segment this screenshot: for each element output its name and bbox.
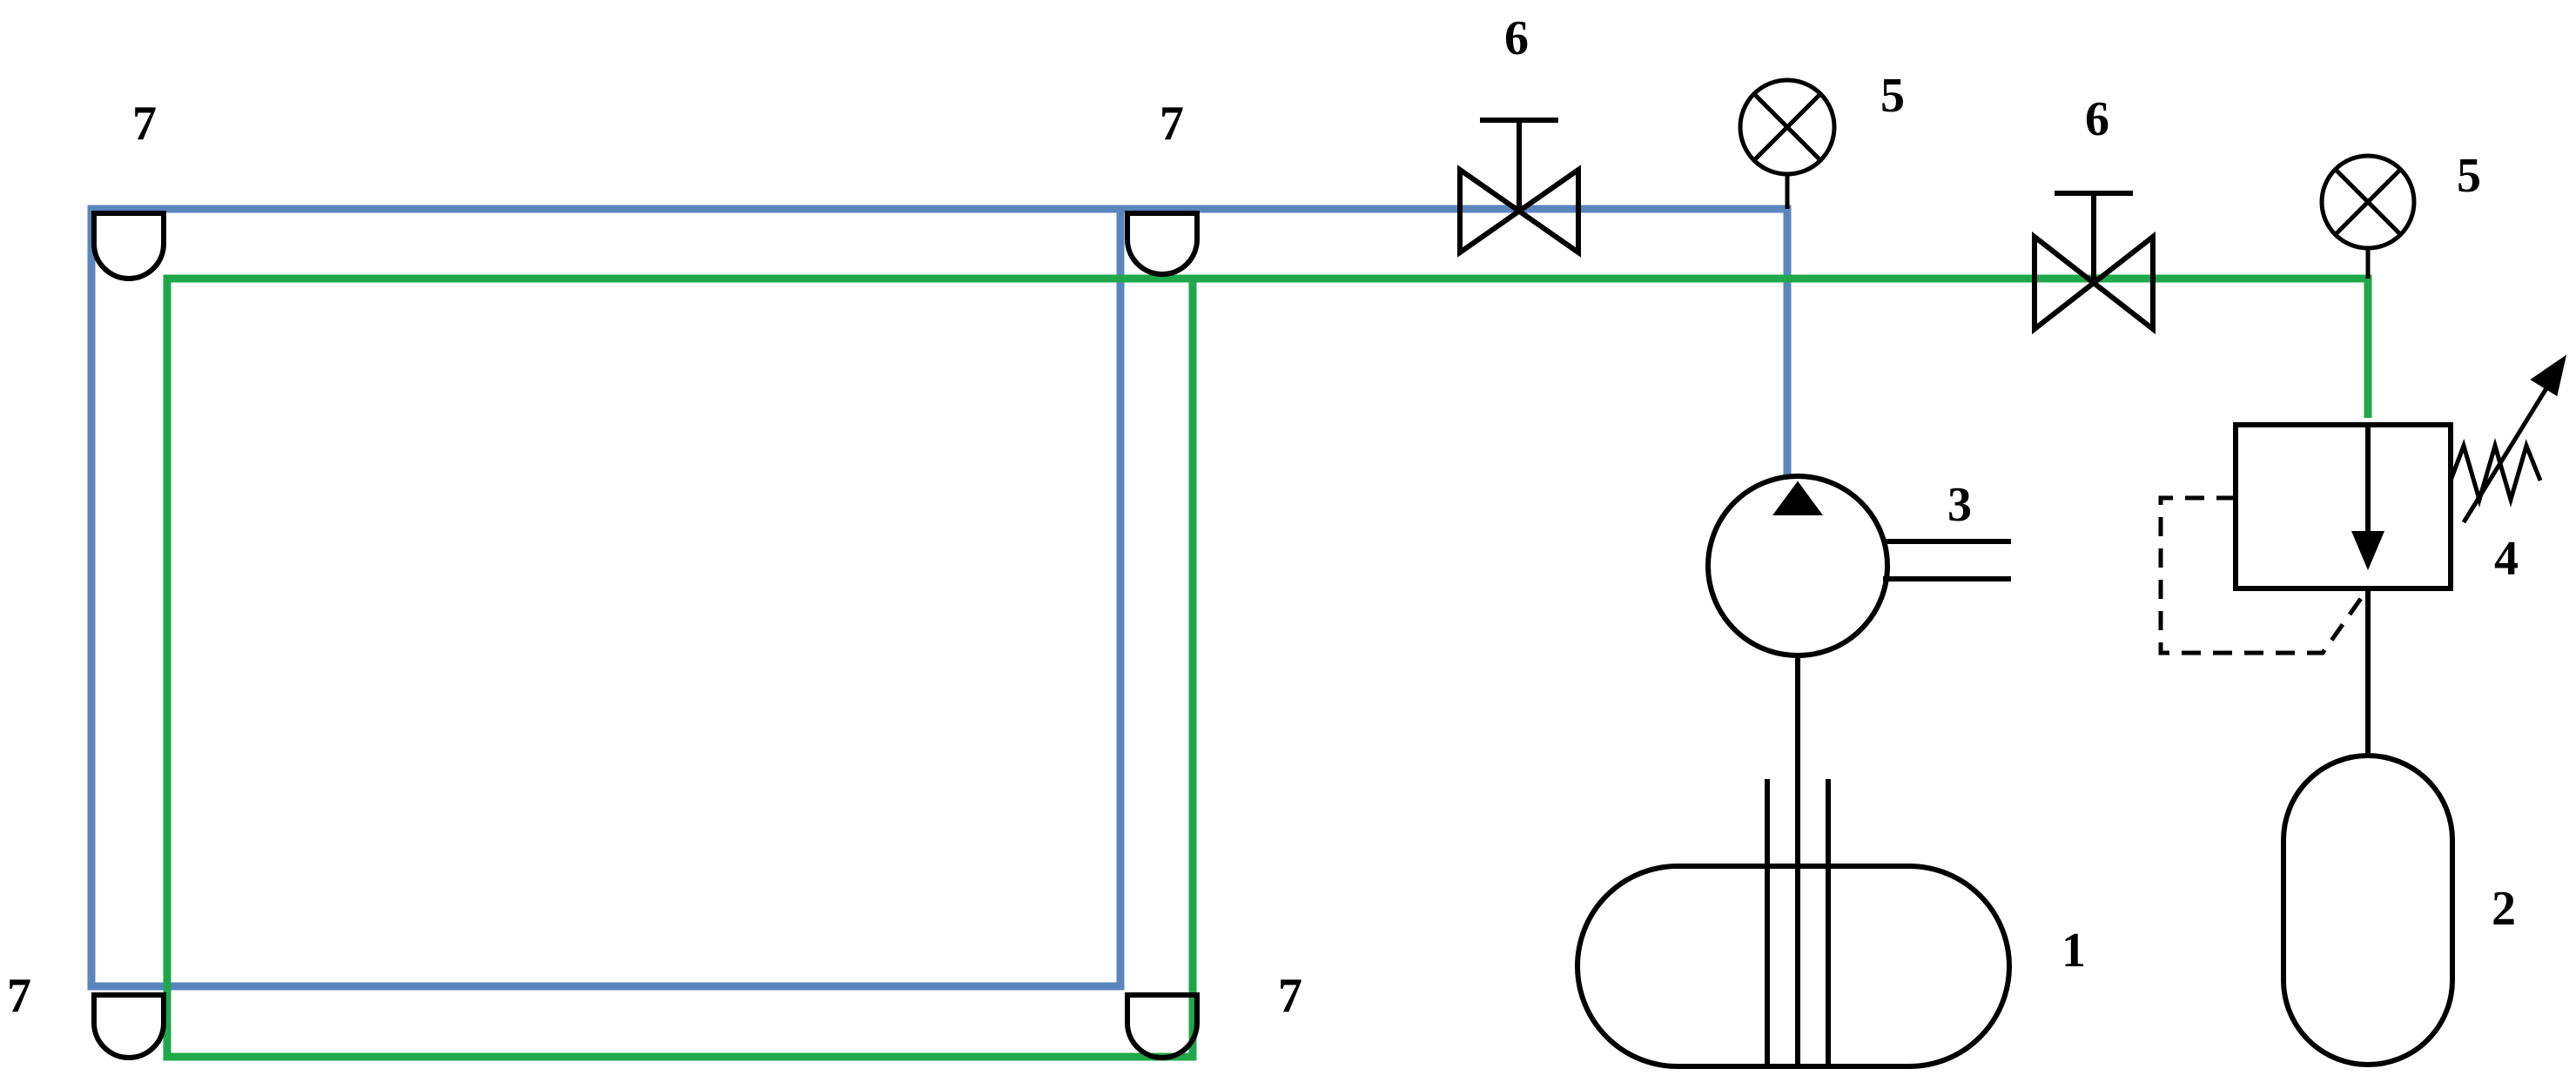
label-pump: 3 [1947, 478, 1972, 532]
pressure-relief-valve-icon [2158, 354, 2567, 666]
label-relief-valve: 4 [2494, 532, 2519, 586]
connector-icon [1125, 992, 1200, 1060]
tank-icon [1575, 779, 2012, 1069]
label-connector: 7 [1160, 97, 1184, 151]
label-connector: 7 [7, 969, 31, 1023]
label-valve: 6 [2085, 92, 2109, 146]
pump-icon [1705, 474, 2011, 779]
green-loop [163, 274, 1197, 1061]
green-circuit [163, 274, 2372, 1061]
shutoff-valve-icon [1457, 118, 1581, 258]
connector-icon [91, 211, 166, 281]
pressure-gauge-icon [2319, 153, 2417, 279]
label-cylinder: 2 [2492, 882, 2516, 936]
connector-icon [91, 992, 166, 1060]
blue-loop [87, 205, 1125, 991]
green-supply-line [1193, 274, 2372, 418]
label-valve: 6 [1504, 11, 1529, 65]
label-tank: 1 [2061, 924, 2086, 978]
label-gauge: 5 [1880, 69, 1905, 123]
blue-circuit [87, 205, 1792, 991]
gas-cylinder-icon [2281, 666, 2455, 1067]
label-connector: 7 [132, 97, 157, 151]
blue-supply-line [1120, 205, 1792, 479]
shutoff-valve-icon [2032, 191, 2156, 335]
label-connector: 7 [1278, 969, 1302, 1023]
connector-icon [1125, 211, 1200, 277]
label-gauge: 5 [2457, 149, 2481, 203]
pressure-gauge-icon [1738, 77, 1837, 209]
